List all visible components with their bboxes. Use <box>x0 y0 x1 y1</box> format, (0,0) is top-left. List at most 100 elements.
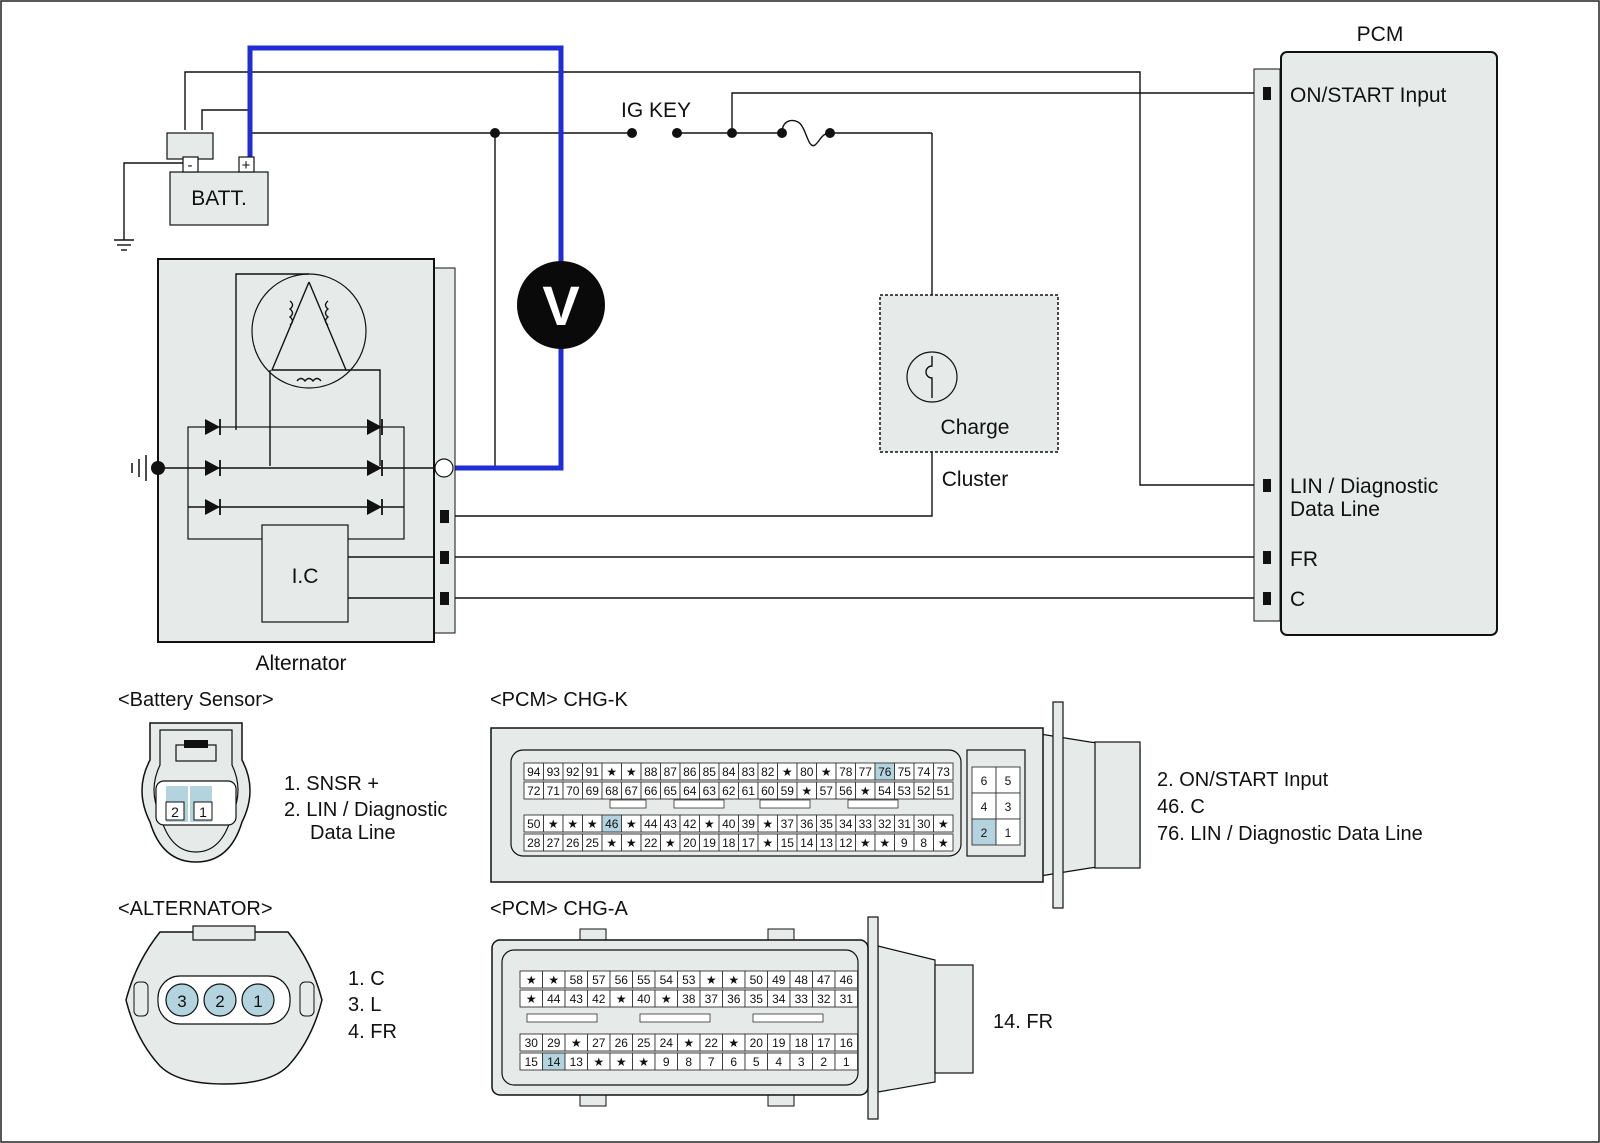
ic-label: I.C <box>292 565 319 588</box>
chg-k-pin-label: 78 <box>839 765 853 779</box>
chg-k-pin-label: ★ <box>626 817 637 831</box>
chg-k-pin-label: 52 <box>917 784 931 798</box>
chg-k-pin-label: 28 <box>527 836 541 850</box>
ic-box <box>261 524 349 623</box>
chg-k-pin-label: 65 <box>664 784 678 798</box>
chg-a-pin-label: 58 <box>570 973 584 987</box>
chg-a-flange <box>867 916 879 1120</box>
chg-k-pin-label: ★ <box>704 817 715 831</box>
chg-a-pin-label: ★ <box>638 1055 649 1069</box>
chg-k-legend-1: 2. ON/START Input <box>1157 769 1329 791</box>
chg-k-pin-label: ★ <box>938 836 949 850</box>
chg-k-pin-label: ★ <box>782 765 793 779</box>
alternator: I.C Alternator <box>131 258 456 675</box>
chg-a-pin-label: 55 <box>637 973 651 987</box>
chg-k-pin-label: 68 <box>605 784 619 798</box>
sensor-wire <box>201 109 250 130</box>
chg-k-pin-label: 43 <box>664 817 678 831</box>
chg-k-pin-label: 85 <box>703 765 717 779</box>
chg-a-pin-label: 25 <box>637 1036 651 1050</box>
chg-a-clip <box>767 928 795 942</box>
chg-a-pin-label: 22 <box>705 1036 719 1050</box>
stator-lead <box>235 273 309 430</box>
chg-a-pin-label: 1 <box>843 1055 850 1069</box>
chg-k-pin-label: 46 <box>605 817 619 831</box>
ig-contact-dot <box>627 128 637 138</box>
chg-a-pin-label: 8 <box>685 1055 692 1069</box>
chg-k-pin-label: 12 <box>839 836 853 850</box>
chg-k-pin-label: 34 <box>839 817 853 831</box>
chg-k-key <box>759 799 811 809</box>
chg-k-pin-label: ★ <box>567 817 578 831</box>
chg-a-pin-label: 31 <box>840 992 854 1006</box>
chg-k-small-pin-cell <box>971 792 997 820</box>
chg-k-pin-label: 59 <box>781 784 795 798</box>
chg-k-pin-label: 77 <box>859 765 873 779</box>
cluster-label: Cluster <box>942 468 1009 491</box>
alternator-pin-label: 2 <box>215 992 224 1011</box>
chg-k-pin-label: 86 <box>683 765 697 779</box>
chg-k-pin-label: 63 <box>703 784 717 798</box>
chg-k-pin-label: 17 <box>742 836 756 850</box>
chg-k-small-pin-label: 4 <box>981 800 988 814</box>
stator-coil <box>288 300 294 326</box>
battery-label: BATT. <box>191 187 247 210</box>
battery-sensor-pin-label: 2 <box>171 804 179 820</box>
battery-sensor-latch-tab <box>184 740 208 748</box>
voltmeter: V <box>517 261 605 349</box>
alternator-legend-1: 1. C <box>348 968 385 990</box>
alternator-connector-title: <ALTERNATOR> <box>118 898 273 920</box>
chg-a-pin-label: 44 <box>547 992 561 1006</box>
alternator-label: Alternator <box>255 652 346 675</box>
chg-a-pin-label: 30 <box>525 1036 539 1050</box>
chg-a-pin-label: 47 <box>817 973 831 987</box>
chg-k-pin-label: ★ <box>587 817 598 831</box>
chg-a-pin-label: 13 <box>570 1055 584 1069</box>
chg-a-pin-label: 35 <box>750 992 764 1006</box>
diode-icon <box>367 460 383 476</box>
chg-a-pin-label: 38 <box>682 992 696 1006</box>
on-start-wire <box>731 92 1262 133</box>
voltmeter-icon <box>517 261 605 349</box>
chg-a-pin-label: 46 <box>840 973 854 987</box>
chg-k-pin-label: ★ <box>801 784 812 798</box>
battery-sensor-legend-1: 1. SNSR + <box>284 773 379 795</box>
stator-delta <box>270 281 348 371</box>
pcm-label: PCM <box>1357 23 1404 46</box>
chg-k-pin-label: 36 <box>800 817 814 831</box>
chg-k-pin-cell <box>933 762 954 781</box>
chg-a-pin-label: 43 <box>570 992 584 1006</box>
chg-a-pin-label: 40 <box>637 992 651 1006</box>
chg-k-pin-label: 91 <box>586 765 600 779</box>
chg-a-plug <box>934 964 974 1074</box>
chg-k-small-pin-label: 1 <box>1005 826 1012 840</box>
chg-a-pin-label: 54 <box>660 973 674 987</box>
chg-k-small-pin-cell <box>995 766 1021 794</box>
chg-k-pin-label: ★ <box>860 784 871 798</box>
chg-a-cavity <box>501 949 859 1086</box>
battery-sensor-pin-2 <box>165 801 185 821</box>
alternator-connector-strip <box>432 267 456 634</box>
chg-k-pin-label: 94 <box>527 765 541 779</box>
battery-minus-sign: - <box>188 157 193 174</box>
chg-k-pin-label: 67 <box>625 784 639 798</box>
chg-k-pin-label: 51 <box>937 784 951 798</box>
chg-a-pin-cell <box>834 989 858 1008</box>
chg-a-clip <box>579 1093 607 1107</box>
chg-k-pin-label: 80 <box>800 765 814 779</box>
chg-a-pin-label: ★ <box>548 973 559 987</box>
chg-k-pin-label: 39 <box>742 817 756 831</box>
chg-k-pin-label: ★ <box>762 836 773 850</box>
chg-k-pin-label: 72 <box>527 784 541 798</box>
chg-k-pin-label: 22 <box>644 836 658 850</box>
chg-k-legend-3: 76. LIN / Diagnostic Data Line <box>1157 823 1423 845</box>
battery-sensor-title: <Battery Sensor> <box>118 689 274 711</box>
battery-sensor-legend-2: 2. LIN / Diagnostic <box>284 799 447 821</box>
chg-k-pin-label: 93 <box>547 765 561 779</box>
charge-lamp-icon <box>906 351 958 403</box>
chg-a-pin-label: 7 <box>708 1055 715 1069</box>
chg-k-pin-label: ★ <box>606 836 617 850</box>
chg-a-pin-cell <box>834 970 858 989</box>
